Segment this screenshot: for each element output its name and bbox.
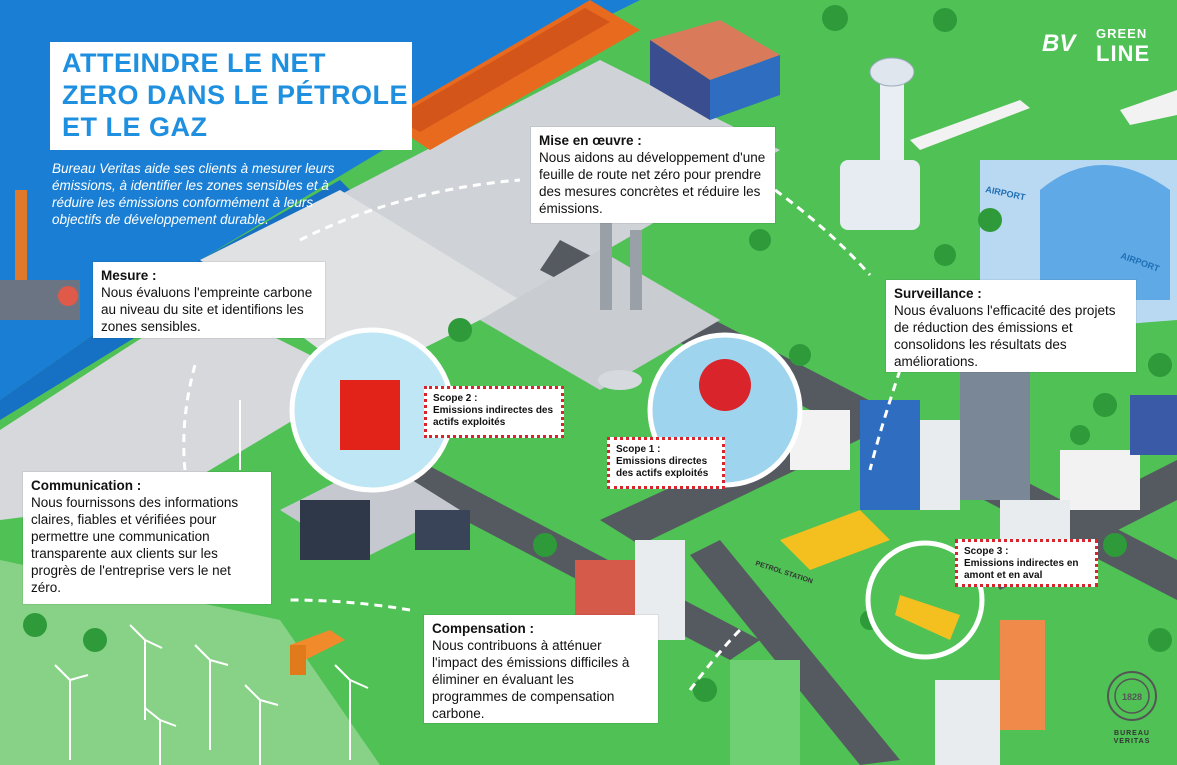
compensation-title: Compensation : xyxy=(432,621,535,636)
card-compensation: Compensation : Nous contribuons à atténu… xyxy=(424,615,658,723)
plane-2 xyxy=(1120,90,1177,125)
logo-line: LINE xyxy=(1096,41,1151,66)
surveillance-text: Nous évaluons l'efficacité des projets d… xyxy=(894,303,1116,369)
seal-line-2: VERITAS xyxy=(1113,738,1151,745)
city-building-3 xyxy=(730,660,800,765)
card-surveillance: Surveillance : Nous évaluons l'efficacit… xyxy=(886,280,1136,372)
seal-wordmark: BUREAU VERITAS xyxy=(1104,730,1160,746)
scope3-title: Scope 3 : xyxy=(964,546,1009,557)
logo-bv: BV xyxy=(1042,30,1076,57)
cycle-arrows xyxy=(182,178,902,691)
scope1-title: Scope 1 : xyxy=(616,444,661,455)
scope1-label: Scope 1 : Emissions directes des actifs … xyxy=(607,437,725,489)
warehouse xyxy=(650,20,780,80)
communication-title: Communication : xyxy=(31,478,142,493)
title-line-3: ET LE GAZ xyxy=(62,112,208,142)
scope2-text: Emissions indirectes des actifs exploité… xyxy=(433,405,554,428)
communication-text: Nous fournissons des informations claire… xyxy=(31,495,239,595)
title-box: ATTEINDRE LE NET ZERO DANS LE PÉTROLE ET… xyxy=(50,42,412,150)
mesure-text: Nous évaluons l'empreinte carbone au niv… xyxy=(101,285,313,334)
scope2-label: Scope 2 : Emissions indirectes des actif… xyxy=(424,386,564,438)
petrol-station xyxy=(780,510,890,570)
scope3-text: Emissions indirectes en amont et en aval xyxy=(964,558,1079,581)
seal-icon: 1828 xyxy=(1107,671,1157,721)
intro-text: Bureau Veritas aide ses clients à mesure… xyxy=(52,161,335,227)
mise-en-oeuvre-text: Nous aidons au développement d'une feuil… xyxy=(539,150,766,216)
refinery xyxy=(480,250,720,390)
bureau-veritas-seal: 1828 BUREAU VERITAS xyxy=(1104,668,1160,748)
surveillance-title: Surveillance : xyxy=(894,286,982,301)
scope1-text: Emissions directes des actifs exploités xyxy=(616,456,709,479)
title-line-1: ATTEINDRE LE NET xyxy=(62,48,326,78)
mise-en-oeuvre-title: Mise en œuvre : xyxy=(539,133,642,148)
bv-green-line-logo: BV GREEN LINE xyxy=(1042,26,1160,72)
offshore-rig xyxy=(15,190,27,280)
seal-line-1: BUREAU xyxy=(1114,730,1150,737)
logo-green: GREEN xyxy=(1096,26,1148,41)
card-mise-en-oeuvre: Mise en œuvre : Nous aidons au développe… xyxy=(531,127,775,223)
scope2-title: Scope 2 : xyxy=(433,393,478,404)
title-line-2: ZERO DANS LE PÉTROLE xyxy=(62,80,409,110)
card-communication: Communication : Nous fournissons des inf… xyxy=(23,472,271,604)
trees xyxy=(23,5,1172,702)
card-mesure: Mesure : Nous évaluons l'empreinte carbo… xyxy=(93,262,325,338)
mesure-title: Mesure : xyxy=(101,268,157,283)
compensation-text: Nous contribuons à atténuer l'impact des… xyxy=(432,638,630,721)
seal-year: 1828 xyxy=(1122,692,1142,702)
scope3-label: Scope 3 : Emissions indirectes en amont … xyxy=(955,539,1098,587)
city-building-1 xyxy=(860,400,920,510)
plane-1 xyxy=(910,100,1030,150)
